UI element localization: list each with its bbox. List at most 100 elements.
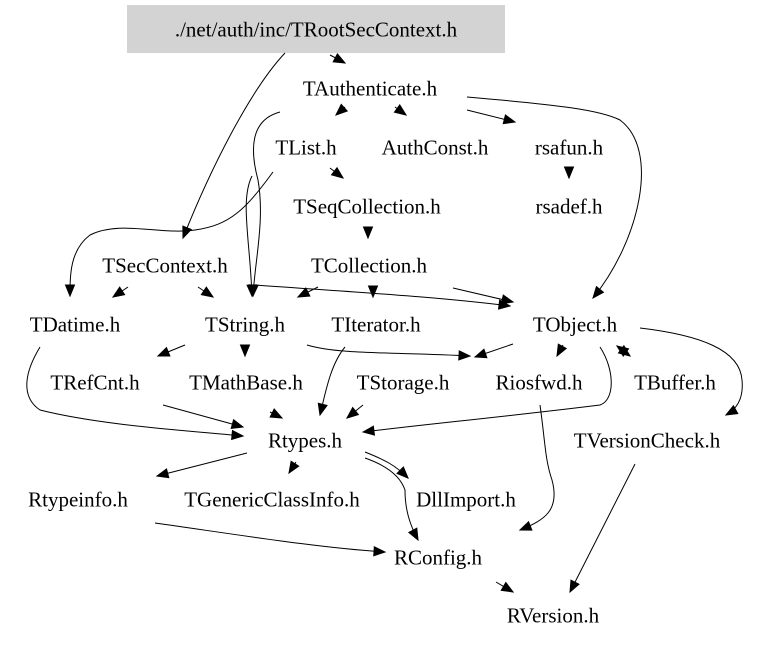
edge-line: [162, 404, 244, 428]
arrowhead-icon: [502, 114, 517, 125]
edge-TCollection-to-TIterator: [367, 285, 379, 299]
arrowhead-icon: [563, 166, 575, 180]
arrowhead-icon: [592, 285, 605, 300]
edge-Rtypes-to-Rtypeinfo: [155, 452, 248, 479]
node-TSeqCollection[interactable]: TSeqCollection.h: [293, 194, 441, 219]
node-Rtypeinfo[interactable]: Rtypeinfo.h: [28, 487, 128, 512]
arrowhead-icon: [330, 166, 345, 179]
edge-line: [69, 171, 274, 297]
edge-line: [154, 522, 386, 553]
edge-Rtypes-to-DllImport: [364, 451, 409, 479]
node-TCollection[interactable]: TCollection.h: [310, 253, 428, 278]
edge-TSecContext-to-TDatime: [111, 286, 129, 298]
arrowhead-icon: [156, 346, 171, 357]
edge-line: [252, 111, 281, 297]
arrowhead-icon: [500, 581, 515, 593]
arrowhead-icon: [500, 294, 515, 305]
arrowhead-icon: [231, 429, 245, 441]
arrowhead-icon: [200, 286, 215, 298]
arrowhead-icon: [230, 418, 245, 430]
edge-TRefCnt-to-Rtypes: [162, 404, 245, 430]
edge-TIterator-to-Rtypes: [317, 346, 346, 417]
edge-TAuthenticate-to-AuthConst: [393, 103, 408, 116]
arrowhead-icon: [246, 284, 257, 298]
arrowhead-icon: [345, 406, 360, 419]
node-TDatime[interactable]: TDatime.h: [29, 312, 121, 337]
edge-TString-to-TRefCnt: [156, 344, 186, 357]
node-RConfig[interactable]: RConfig.h: [393, 545, 483, 570]
edge-TObject-to-Rtypes: [361, 346, 612, 436]
edge-line: [362, 346, 612, 433]
arrowhead-icon: [288, 460, 300, 475]
arrowhead-icon: [361, 425, 376, 436]
edge-TStorage-to-Rtypes: [345, 404, 364, 419]
edge-root-to-TAuthenticate: [329, 52, 347, 64]
node-TBuffer[interactable]: TBuffer.h: [634, 370, 716, 395]
node-AuthConst[interactable]: AuthConst.h: [381, 135, 489, 160]
edge-TCollection-to-TObject: [452, 287, 515, 305]
arrowhead-icon: [64, 284, 76, 298]
edge-TObject-to-TVersionCheck: [639, 327, 743, 416]
arrowhead-icon: [473, 348, 488, 359]
node-TVersionCheck[interactable]: TVersionCheck.h: [573, 428, 721, 453]
edge-line: [306, 344, 471, 357]
edge-TCollection-to-TString: [296, 286, 319, 298]
edge-root-to-TSecContext: [182, 52, 286, 240]
node-TStorage[interactable]: TStorage.h: [356, 370, 450, 395]
edge-line: [466, 96, 642, 299]
edge-line: [254, 284, 511, 307]
edge-rsafun-to-rsadef: [563, 166, 575, 180]
arrowhead-icon: [317, 402, 328, 417]
edge-Rtypes-to-RConfig: [364, 457, 419, 542]
arrowhead-icon: [396, 466, 409, 479]
node-TIterator[interactable]: TIterator.h: [331, 312, 421, 337]
edge-TBuffer-to-TObject: [615, 345, 630, 358]
node-Riosfwd[interactable]: Riosfwd.h: [495, 370, 583, 395]
edge-TAuthenticate-to-rsafun: [466, 109, 517, 125]
arrowhead-icon: [335, 103, 349, 116]
edge-TObject-to-Riosfwd: [556, 343, 568, 358]
node-rsadef[interactable]: rsadef.h: [535, 194, 603, 219]
node-rsafun[interactable]: rsafun.h: [534, 135, 604, 160]
edge-line: [364, 457, 419, 541]
edge-TDatime-to-Rtypes: [26, 346, 245, 441]
edge-line: [245, 175, 253, 297]
edge-TAuthenticate-to-TObject: [466, 96, 642, 300]
node-TSecContext[interactable]: TSecContext.h: [102, 253, 228, 278]
edge-Rtypeinfo-to-RConfig: [154, 522, 387, 557]
node-TList[interactable]: TList.h: [275, 135, 337, 160]
edge-line: [639, 327, 743, 416]
arrowhead-icon: [111, 286, 126, 298]
node-Rtypes[interactable]: Rtypes.h: [267, 428, 343, 453]
node-TRefCnt[interactable]: TRefCnt.h: [50, 370, 140, 395]
node-RVersion[interactable]: RVersion.h: [506, 603, 600, 628]
node-TString[interactable]: TString.h: [205, 312, 285, 337]
node-TObject[interactable]: TObject.h: [532, 312, 618, 337]
root-node-box[interactable]: [127, 5, 505, 53]
edge-TList-to-TDatime: [64, 171, 274, 298]
edge-line: [519, 404, 555, 531]
edge-TList-to-TSeqCollection: [329, 166, 345, 179]
node-root[interactable]: ./net/auth/inc/TRootSecContext.h: [174, 17, 458, 42]
arrowhead-icon: [367, 285, 379, 299]
edge-TMathBase-to-Rtypes: [269, 408, 284, 419]
arrowhead-icon: [332, 52, 347, 64]
edge-Riosfwd-to-RConfig: [518, 404, 555, 531]
arrowhead-icon: [458, 350, 472, 361]
edge-RConfig-to-RVersion: [495, 581, 515, 593]
node-DllImport[interactable]: DllImport.h: [416, 487, 516, 512]
edge-line: [156, 452, 248, 477]
arrowhead-icon: [373, 546, 387, 557]
edge-Rtypes-to-TGenericClassInfo: [288, 460, 300, 475]
edge-line: [569, 463, 636, 593]
node-TGenericClassInfo[interactable]: TGenericClassInfo.h: [184, 487, 360, 512]
arrowhead-icon: [518, 520, 533, 531]
arrowhead-icon: [155, 468, 170, 479]
arrowhead-icon: [269, 408, 284, 419]
arrowhead-icon: [569, 579, 580, 594]
arrowhead-icon: [407, 527, 419, 542]
node-TMathBase[interactable]: TMathBase.h: [189, 370, 303, 395]
arrowhead-icon: [362, 226, 374, 240]
node-TAuthenticate[interactable]: TAuthenticate.h: [302, 76, 438, 101]
